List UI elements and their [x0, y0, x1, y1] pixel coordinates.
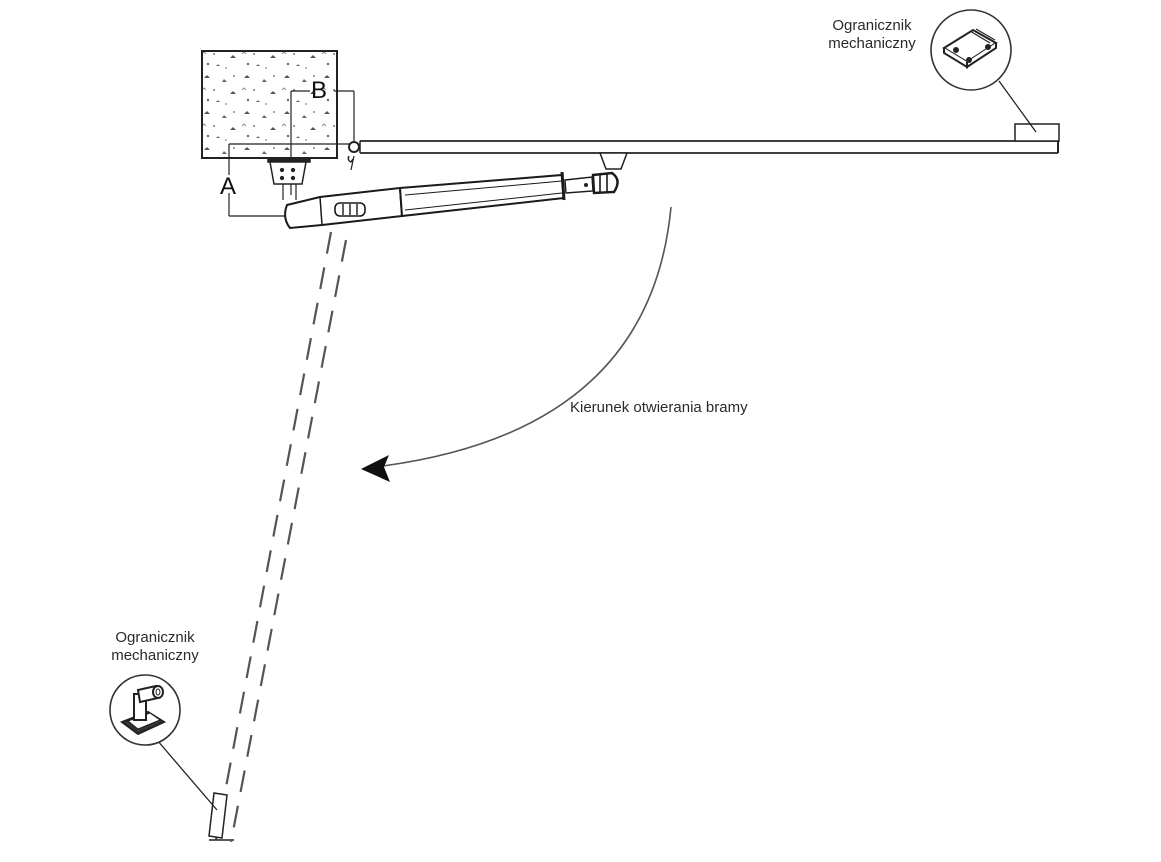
gate-leaf-closed — [359, 125, 1059, 154]
stop-open-label-line1: Ogranicznik — [115, 629, 195, 646]
opening-direction-label: Kierunek otwierania bramy — [570, 399, 748, 416]
dimension-label-a: A — [220, 173, 237, 200]
gate-bracket — [598, 152, 629, 170]
pillar-bracket — [267, 157, 311, 200]
linear-actuator — [284, 171, 619, 230]
dimension-label-b: B — [311, 77, 328, 104]
stop-closed-label: Ogranicznik mechaniczny — [812, 17, 932, 53]
dimension-lines — [228, 90, 355, 217]
stop-closed-label-line1: Ogranicznik — [832, 17, 912, 34]
gate-hinge — [347, 141, 360, 171]
mechanical-stop-open — [109, 674, 234, 841]
stop-post-icon — [119, 684, 167, 736]
stop-plate-icon — [942, 28, 998, 69]
mechanical-stop-closed — [930, 9, 1060, 142]
stop-open-label: Ogranicznik mechaniczny — [95, 629, 215, 665]
concrete-pillar — [201, 50, 338, 159]
stop-open-label-line2: mechaniczny — [111, 647, 199, 664]
opening-direction-arrow — [361, 206, 672, 482]
stop-closed-label-line2: mechaniczny — [828, 35, 916, 52]
gate-leaf-open — [214, 231, 348, 843]
